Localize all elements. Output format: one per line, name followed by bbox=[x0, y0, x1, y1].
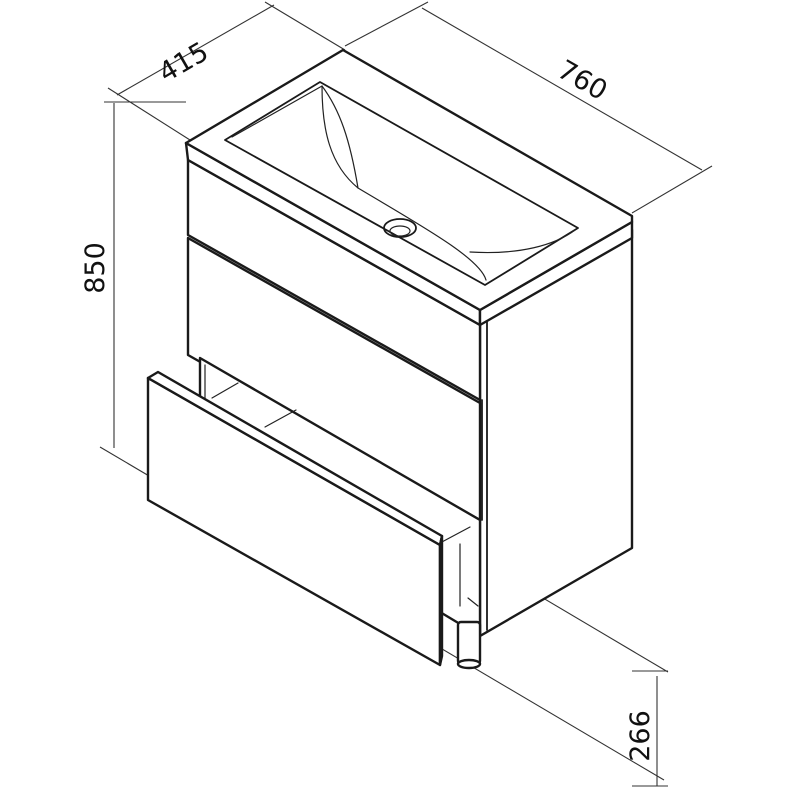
basin-drain-inner bbox=[389, 225, 411, 237]
cavity-right-bracket bbox=[467, 597, 479, 607]
width-extension-right bbox=[631, 165, 713, 214]
basin-bowl-curve-back bbox=[321, 85, 359, 189]
washbasin bbox=[184, 48, 634, 327]
width-extension-left bbox=[344, 1, 429, 47]
basin-bowl-curve-front bbox=[469, 229, 576, 254]
open-drawer bbox=[146, 370, 444, 667]
depth-extension-front bbox=[107, 87, 191, 141]
basin-bowl-slope bbox=[231, 85, 487, 281]
cavity-rail-mid bbox=[264, 409, 297, 428]
depth-extension-back bbox=[264, 1, 346, 51]
open-drawer-side-edge bbox=[438, 534, 444, 667]
height-label: 850 bbox=[80, 242, 111, 294]
cavity-rail-left bbox=[211, 382, 239, 399]
depth-dimension-line bbox=[116, 4, 275, 96]
cavity-rail-right bbox=[439, 526, 471, 544]
width-dimension-line bbox=[421, 7, 703, 171]
drawer-height-label: 266 bbox=[625, 710, 656, 762]
basin-top-surface bbox=[184, 48, 634, 312]
width-label: 760 bbox=[552, 54, 612, 107]
cabinet-leg-foot bbox=[456, 658, 482, 670]
cabinet-leg bbox=[456, 620, 482, 666]
basin-drain bbox=[383, 218, 417, 238]
